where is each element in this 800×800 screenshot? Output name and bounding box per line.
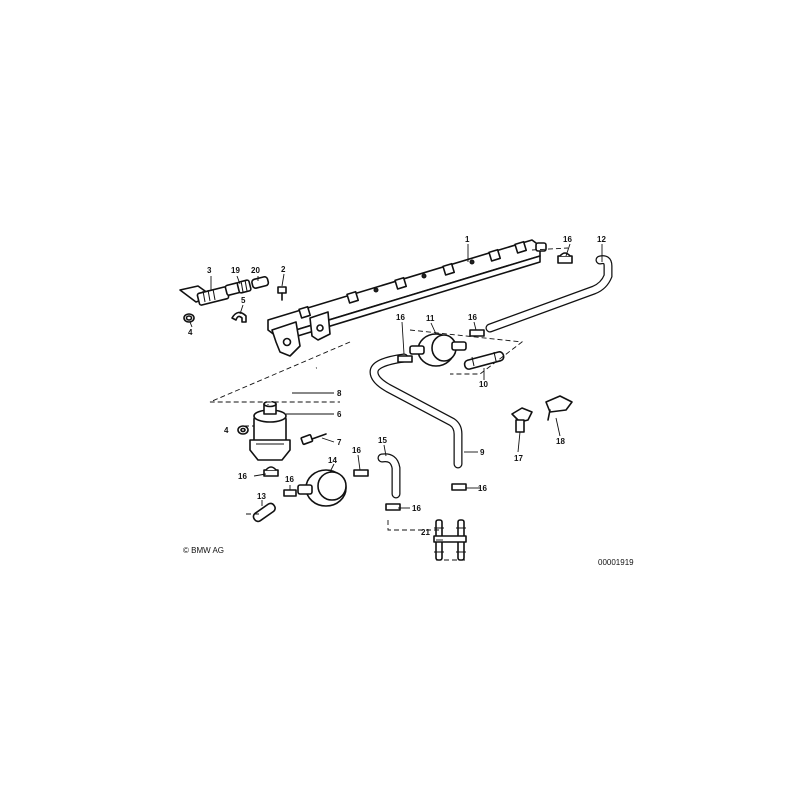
callout-14: 14 bbox=[328, 456, 337, 465]
copyright-notice: © BMW AG bbox=[183, 546, 224, 555]
fuel-rail bbox=[267, 239, 547, 357]
hose-clamp bbox=[397, 355, 413, 363]
callout-4: 4 bbox=[188, 328, 193, 337]
pressure-damper bbox=[409, 333, 467, 367]
hose-clamp bbox=[557, 252, 573, 264]
hose-clamp bbox=[353, 469, 369, 477]
fuel-feed-hose bbox=[485, 255, 613, 333]
small-o-ring bbox=[183, 313, 195, 323]
callout-19: 19 bbox=[231, 266, 240, 275]
injector-o-ring bbox=[251, 276, 270, 289]
callout-16: 16 bbox=[396, 313, 405, 322]
callout-16: 16 bbox=[412, 504, 421, 513]
callout-6: 6 bbox=[337, 410, 342, 419]
callout-16: 16 bbox=[478, 484, 487, 493]
mounting-bracket bbox=[545, 395, 573, 421]
leader-lines bbox=[189, 243, 603, 541]
callout-11: 11 bbox=[426, 314, 435, 323]
pressure-regulator bbox=[249, 400, 291, 461]
callout-7: 7 bbox=[337, 438, 342, 447]
bolt bbox=[277, 286, 287, 301]
callout-10: 10 bbox=[479, 380, 488, 389]
retaining-clip bbox=[231, 311, 247, 323]
hose-clamp bbox=[385, 503, 401, 511]
callout-9: 9 bbox=[480, 448, 485, 457]
callout-21: 21 bbox=[421, 528, 430, 537]
callout-4: 4 bbox=[224, 426, 229, 435]
callout-17: 17 bbox=[514, 454, 523, 463]
hose-clamp bbox=[451, 483, 467, 491]
mounting-bracket bbox=[511, 407, 533, 433]
callout-8: 8 bbox=[337, 389, 342, 398]
drawing-number: 00001919 bbox=[598, 558, 634, 567]
pressure-damper bbox=[297, 469, 347, 507]
callout-1: 1 bbox=[465, 235, 470, 244]
callout-13: 13 bbox=[257, 492, 266, 501]
callout-16: 16 bbox=[238, 472, 247, 481]
hose-clamp bbox=[263, 466, 279, 477]
callout-labels: 1 2 3 4 4 5 6 7 8 9 10 11 12 13 14 15 16… bbox=[188, 235, 606, 537]
hose-piece bbox=[252, 502, 276, 523]
callout-16: 16 bbox=[285, 475, 294, 484]
washer bbox=[237, 425, 249, 435]
callout-16: 16 bbox=[352, 446, 361, 455]
callout-2: 2 bbox=[281, 265, 286, 274]
callout-18: 18 bbox=[556, 437, 565, 446]
hose-clamp bbox=[469, 329, 485, 337]
callout-12: 12 bbox=[597, 235, 606, 244]
vacuum-hose bbox=[266, 366, 317, 405]
callout-3: 3 bbox=[207, 266, 212, 275]
callout-15: 15 bbox=[378, 436, 387, 445]
bracket-screw bbox=[300, 433, 327, 446]
fuel-return-line bbox=[369, 353, 463, 469]
injector-seal-ring bbox=[236, 279, 252, 294]
assembly-lines bbox=[209, 247, 569, 561]
callout-5: 5 bbox=[241, 296, 246, 305]
fuel-hose bbox=[377, 453, 401, 499]
callout-20: 20 bbox=[251, 266, 260, 275]
callout-16: 16 bbox=[468, 313, 477, 322]
hose-piece bbox=[463, 351, 505, 370]
callout-16: 16 bbox=[563, 235, 572, 244]
fuel-injector bbox=[179, 282, 242, 306]
hose-clamp bbox=[283, 489, 297, 497]
